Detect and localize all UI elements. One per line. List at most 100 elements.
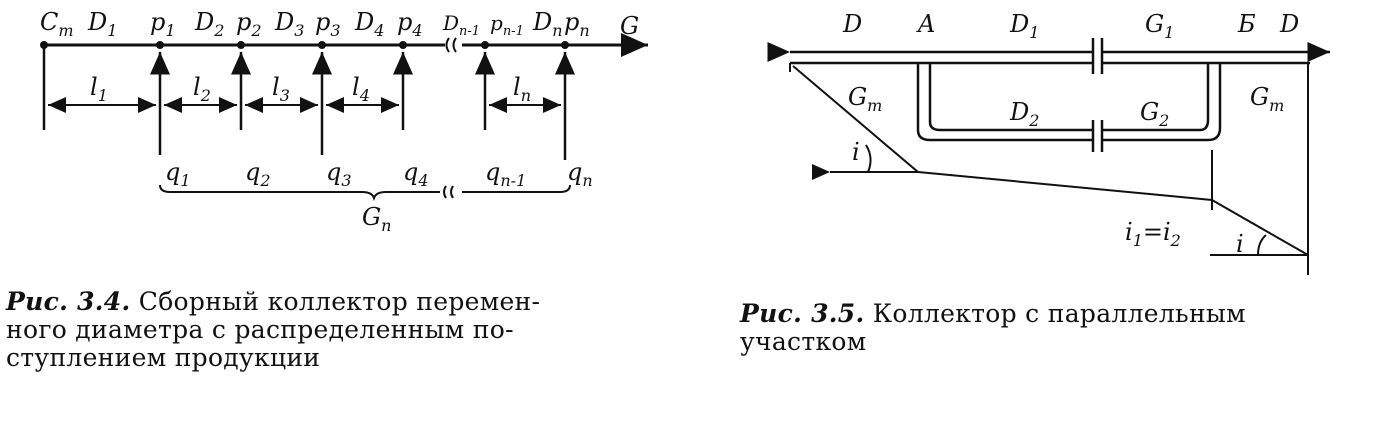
svg-text:D2: D2 bbox=[194, 8, 224, 40]
svg-text:pn-1: pn-1 bbox=[490, 11, 524, 39]
label-d2-sub: 2 bbox=[1028, 111, 1039, 130]
svg-text:q2: q2 bbox=[245, 158, 271, 190]
label-p3-sub: 3 bbox=[330, 21, 340, 40]
label-gt-right: G bbox=[1250, 83, 1269, 111]
total-brace bbox=[159, 184, 571, 202]
svg-text:ln: ln bbox=[513, 73, 531, 105]
svg-text:D3: D3 bbox=[274, 8, 304, 40]
label-c-sub: т bbox=[58, 21, 73, 40]
label-dn-sub: n bbox=[552, 21, 562, 40]
figure-3-4-collector: Cт D1 p1 D2 p2 D3 p3 D4 p4 Dn-1 pn-1 Dn … bbox=[40, 8, 648, 235]
flow-qn: q bbox=[567, 158, 582, 186]
label-pn1-sub: n-1 bbox=[503, 24, 524, 39]
svg-text:Gn: Gn bbox=[362, 203, 391, 235]
label-dn1: D bbox=[442, 11, 459, 35]
label-i-left: i bbox=[852, 138, 860, 166]
label-gt-left-sub: т bbox=[867, 96, 882, 115]
label-d4: D bbox=[354, 8, 374, 36]
length-ln: l bbox=[513, 73, 521, 101]
label-g1-sub: 1 bbox=[1164, 23, 1174, 42]
flow-q1: q bbox=[165, 158, 180, 186]
caption-3-4-line3: ступлением продукции bbox=[6, 343, 321, 372]
caption-3-5-text1: Коллектор с параллельным bbox=[872, 299, 1246, 328]
parallel-branch bbox=[916, 63, 1222, 152]
length-l4: l bbox=[352, 73, 360, 101]
label-p2-sub: 2 bbox=[250, 21, 261, 40]
label-g2-sub: 2 bbox=[1158, 111, 1169, 130]
length-l1: l bbox=[90, 73, 98, 101]
svg-text:D1: D1 bbox=[87, 8, 117, 40]
total-g: G bbox=[362, 203, 381, 231]
svg-text:p2: p2 bbox=[236, 8, 262, 40]
caption-3-4-text1: Сборный коллектор перемен- bbox=[138, 287, 541, 316]
label-g2: G bbox=[1140, 98, 1159, 126]
label-dn1-sub: n-1 bbox=[459, 24, 480, 39]
length-l4-sub: 4 bbox=[359, 86, 370, 105]
label-g1: G bbox=[1145, 10, 1164, 38]
flow-q1-sub: 1 bbox=[180, 171, 190, 190]
label-d1-sub: 1 bbox=[1029, 23, 1039, 42]
node-p2 bbox=[237, 41, 245, 49]
svg-text:G2: G2 bbox=[1140, 98, 1169, 130]
label-a: A bbox=[916, 10, 935, 38]
svg-text:Cт: Cт bbox=[40, 8, 74, 40]
flow-qn-sub: n bbox=[582, 171, 592, 190]
label-c: C bbox=[40, 8, 58, 36]
flow-q3: q bbox=[326, 158, 341, 186]
svg-text:l3: l3 bbox=[272, 73, 290, 105]
node-p1 bbox=[156, 41, 164, 49]
svg-text:Gт: Gт bbox=[848, 83, 882, 115]
label-d2: D bbox=[1009, 98, 1029, 126]
flow-q2: q bbox=[245, 158, 260, 186]
label-d4-sub: 4 bbox=[373, 21, 384, 40]
label-d3-sub: 3 bbox=[294, 21, 304, 40]
svg-text:i1=i2: i1=i2 bbox=[1125, 218, 1181, 250]
flow-qn1-sub: n-1 bbox=[500, 171, 526, 190]
caption-3-5-line2: участком bbox=[740, 327, 867, 356]
svg-text:q1: q1 bbox=[165, 158, 191, 190]
node-pn1 bbox=[481, 41, 489, 49]
label-d2: D bbox=[194, 8, 214, 36]
pipe-break bbox=[445, 37, 457, 53]
length-ln-sub: n bbox=[521, 86, 531, 105]
label-p2: p bbox=[236, 8, 251, 36]
svg-text:G1: G1 bbox=[1145, 10, 1174, 42]
svg-text:qn: qn bbox=[567, 158, 593, 190]
caption-fig-3-4: Рис. 3.4. Сборный коллектор перемен- ног… bbox=[6, 288, 646, 372]
main-pipe bbox=[767, 38, 1330, 74]
flow-q4: q bbox=[403, 158, 418, 186]
svg-text:q3: q3 bbox=[326, 158, 352, 190]
label-pn1: p bbox=[490, 11, 503, 35]
label-b: Б bbox=[1237, 10, 1256, 38]
label-i-eq: =i bbox=[1143, 218, 1171, 246]
flow-q3-sub: 3 bbox=[341, 171, 351, 190]
label-pn-sub: n bbox=[579, 21, 589, 40]
node-p4 bbox=[399, 41, 407, 49]
label-p1-sub: 1 bbox=[165, 21, 175, 40]
label-d3: D bbox=[274, 8, 294, 36]
label-p4: p bbox=[397, 8, 412, 36]
label-p1: p bbox=[150, 8, 165, 36]
label-d1: D bbox=[1009, 10, 1029, 38]
svg-text:Gт: Gт bbox=[1250, 83, 1284, 115]
svg-text:qn-1: qn-1 bbox=[485, 158, 526, 190]
flow-q4-sub: 4 bbox=[417, 171, 428, 190]
flow-qn1: q bbox=[485, 158, 500, 186]
length-l1-sub: 1 bbox=[98, 86, 108, 105]
svg-text:l4: l4 bbox=[352, 73, 370, 105]
svg-text:l2: l2 bbox=[193, 73, 211, 105]
length-l3: l bbox=[272, 73, 280, 101]
label-p4-sub: 4 bbox=[411, 21, 422, 40]
node-pn bbox=[561, 41, 569, 49]
svg-text:p3: p3 bbox=[315, 8, 341, 40]
svg-text:pn: pn bbox=[564, 8, 590, 40]
caption-3-5-line1: Рис. 3.5. Коллектор с параллельным bbox=[740, 300, 1380, 328]
svg-text:p1: p1 bbox=[150, 8, 176, 40]
label-i1: i bbox=[1125, 218, 1133, 246]
caption-3-4-line2: ного диаметра с распределенным по- bbox=[6, 315, 514, 344]
label-p3: p bbox=[315, 8, 330, 36]
length-l2: l bbox=[193, 73, 201, 101]
label-gt-left: G bbox=[848, 83, 867, 111]
svg-text:D1: D1 bbox=[1009, 10, 1039, 42]
label-i-right: i bbox=[1236, 230, 1244, 258]
